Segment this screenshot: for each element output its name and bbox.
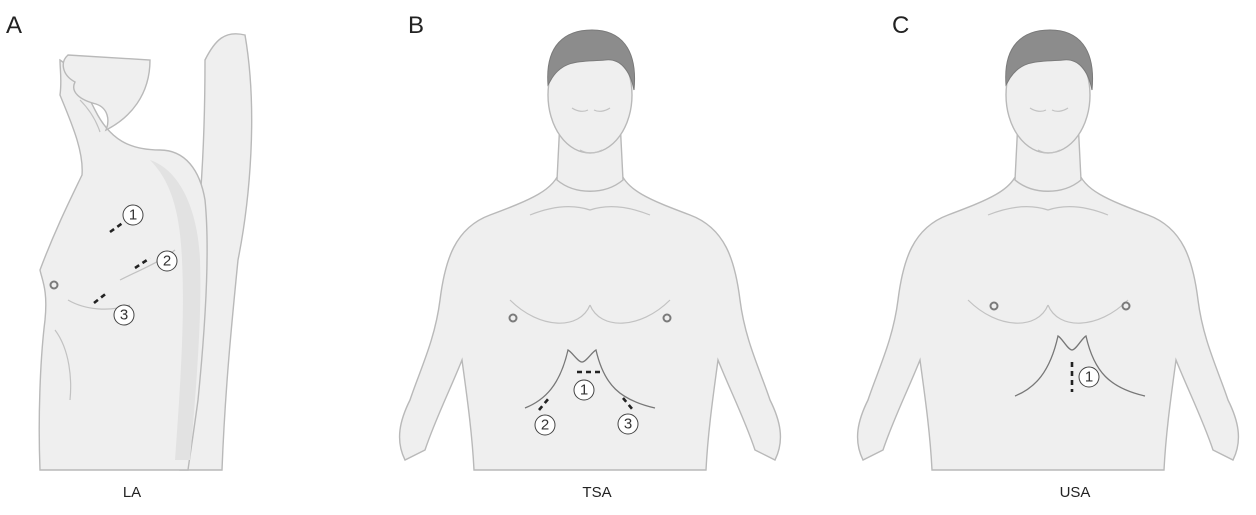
svg-text:3: 3 bbox=[624, 416, 632, 433]
port-label-3: 3 bbox=[618, 414, 638, 434]
port-label-2: 2 bbox=[535, 415, 555, 435]
svg-text:1: 1 bbox=[1085, 369, 1093, 386]
svg-text:3: 3 bbox=[120, 307, 128, 324]
frontal-torso-illustration-b: 1 2 3 bbox=[380, 0, 850, 515]
svg-text:1: 1 bbox=[580, 382, 588, 399]
svg-text:2: 2 bbox=[541, 417, 549, 434]
panel-b: B 1 2 3 TSA bbox=[380, 0, 850, 515]
panel-caption-a: LA bbox=[72, 484, 192, 501]
svg-text:2: 2 bbox=[163, 253, 171, 270]
port-label-3: 3 bbox=[114, 305, 134, 325]
panel-c: C 1 USA bbox=[860, 0, 1256, 515]
port-label-1: 1 bbox=[123, 205, 143, 225]
port-label-2: 2 bbox=[157, 251, 177, 271]
port-label-1: 1 bbox=[574, 380, 594, 400]
lateral-torso-illustration: 1 2 3 bbox=[0, 0, 400, 515]
panel-caption-c: USA bbox=[1015, 484, 1135, 501]
panel-a: A 1 2 3 LA bbox=[0, 0, 400, 515]
panel-caption-b: TSA bbox=[537, 484, 657, 501]
svg-text:1: 1 bbox=[129, 207, 137, 224]
frontal-torso-illustration-c: 1 bbox=[860, 0, 1256, 515]
port-label-1: 1 bbox=[1079, 367, 1099, 387]
